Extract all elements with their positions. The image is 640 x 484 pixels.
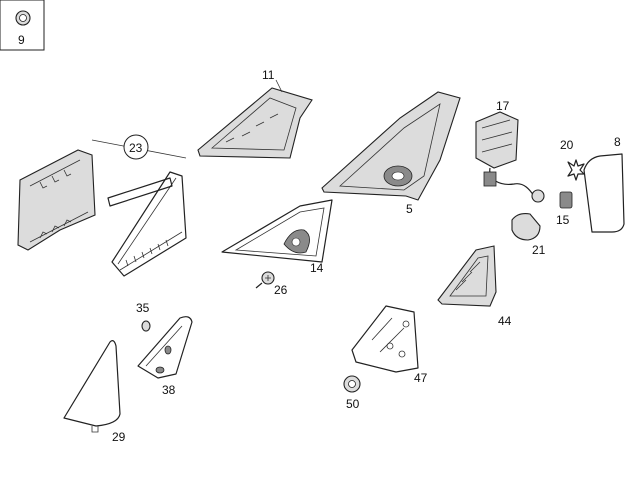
- part-35-group: 35: [136, 301, 151, 332]
- label-47: 47: [414, 371, 428, 385]
- part-50-group: 50: [343, 375, 361, 411]
- part-38-group: 38: [137, 316, 193, 397]
- part-21-cap: [511, 213, 541, 241]
- label-8: 8: [614, 135, 621, 149]
- label-44: 44: [498, 314, 512, 328]
- label-35: 35: [136, 301, 150, 315]
- part-44-frame: [437, 245, 497, 307]
- callout-23-circle: [123, 134, 149, 160]
- part-14-group: 14: [221, 199, 333, 275]
- label-11: 11: [262, 68, 275, 82]
- part-23-group: 23: [17, 134, 187, 277]
- part-21-group: 21: [511, 213, 546, 257]
- part-9-nut-icon: [15, 10, 31, 26]
- label-38: 38: [162, 383, 176, 397]
- part-17-group: 17: [475, 99, 545, 203]
- part-5-group: 5: [321, 91, 461, 216]
- part-35-grommet: [141, 320, 151, 332]
- part-11-cover: [197, 87, 313, 159]
- part-5-mirror-base: [321, 91, 461, 201]
- part-29-trim: [63, 340, 121, 427]
- label-29: 29: [112, 430, 126, 444]
- label-26: 26: [274, 283, 288, 297]
- part-11-group: 11: [197, 68, 313, 159]
- part-9-group: 9: [0, 0, 45, 51]
- part-20-group: 20: [560, 138, 585, 181]
- part-38-cover: [137, 316, 193, 379]
- part-23-frame-right: [111, 171, 187, 277]
- label-9: 9: [18, 33, 25, 47]
- label-50: 50: [346, 397, 360, 411]
- label-15: 15: [556, 213, 570, 227]
- part-23-housing-left: [17, 149, 96, 251]
- part-17-cable: [489, 167, 535, 197]
- label-20: 20: [560, 138, 574, 152]
- label-17: 17: [496, 99, 510, 113]
- part-17-motor: [475, 111, 519, 169]
- part-29-group: 29: [63, 340, 126, 444]
- part-9-box: [0, 0, 45, 51]
- label-23: 23: [129, 141, 143, 155]
- part-47-plate: [351, 305, 419, 373]
- label-14: 14: [310, 261, 324, 275]
- part-44-group: 44: [437, 245, 512, 328]
- label-21: 21: [532, 243, 546, 257]
- part-47-group: 47: [351, 305, 428, 385]
- part-8-group: 8: [583, 135, 625, 233]
- label-5: 5: [406, 202, 413, 216]
- part-14-panel: [221, 199, 333, 263]
- part-20-clip: [567, 159, 585, 181]
- part-15-group: 15: [556, 191, 573, 227]
- part-26-group: 26: [255, 271, 288, 297]
- part-23-strip: [107, 177, 173, 207]
- part-15-switch: [559, 191, 573, 209]
- part-8-mirror-glass: [583, 153, 625, 233]
